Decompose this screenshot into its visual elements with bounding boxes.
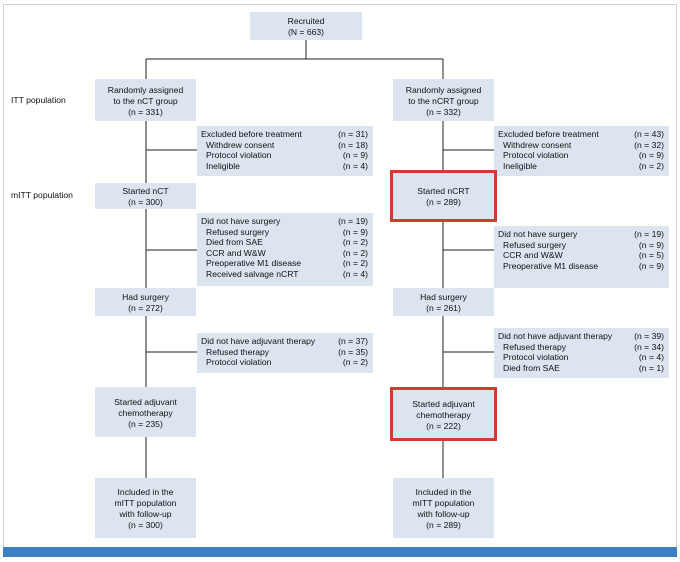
left-assigned-box: Randomly assigned to the nCT group (n = … xyxy=(95,79,196,121)
box-text: with follow-up xyxy=(417,509,470,519)
mitt-population-label: mITT population xyxy=(11,190,73,200)
note-item: Died from SAE(n = 2) xyxy=(206,237,368,248)
note-header: Did not have adjuvant therapy(n = 39) xyxy=(498,331,664,341)
right-surgery-box: Had surgery (n = 261) xyxy=(393,288,494,316)
box-count: (n = 261) xyxy=(426,303,461,313)
box-text: Started nCT xyxy=(122,186,169,196)
left-excluded-box: Excluded before treatment(n = 31) Withdr… xyxy=(197,126,373,176)
right-started-box: Started nCRT (n = 289) xyxy=(390,170,497,222)
right-assigned-box: Randomly assigned to the nCRT group (n =… xyxy=(393,79,494,121)
right-no-surgery-box: Did not have surgery(n = 19) Refused sur… xyxy=(494,226,669,288)
note-item: Refused surgery(n = 9) xyxy=(206,226,368,237)
note-item: CCR and W&W(n = 2) xyxy=(206,247,368,258)
note-item: Withdrew consent(n = 32) xyxy=(503,139,664,150)
note-item: Preoperative M1 disease(n = 2) xyxy=(206,258,368,269)
box-count: (n = 300) xyxy=(128,520,163,530)
box-text: Started adjuvant xyxy=(114,396,177,407)
note-item: Protocol violation(n = 4) xyxy=(503,352,664,363)
note-header: Did not have adjuvant therapy(n = 37) xyxy=(201,336,368,346)
box-count: (n = 289) xyxy=(426,197,461,207)
box-text: Recruited xyxy=(287,16,325,26)
right-adjuvant-box: Started adjuvant chemotherapy (n = 222) xyxy=(390,387,497,441)
right-no-adjuvant-box: Did not have adjuvant therapy(n = 39) Re… xyxy=(494,328,669,378)
box-count: (n = 235) xyxy=(128,418,163,429)
note-header: Did not have surgery(n = 19) xyxy=(201,216,368,226)
note-header: Excluded before treatment(n = 43) xyxy=(498,129,664,139)
left-adjuvant-box: Started adjuvant chemotherapy (n = 235) xyxy=(95,387,196,437)
note-header: Did not have surgery(n = 19) xyxy=(498,229,664,239)
box-count: (n = 332) xyxy=(426,106,461,117)
note-item: Protocol violation(n = 9) xyxy=(503,150,664,161)
note-item: Refused therapy(n = 35) xyxy=(206,346,368,357)
box-text: Included in the xyxy=(415,487,472,497)
box-text: mITT population xyxy=(114,498,177,508)
left-no-adjuvant-box: Did not have adjuvant therapy(n = 37) Re… xyxy=(197,333,373,373)
box-text: Randomly assigned xyxy=(107,84,184,95)
note-item: Received salvage nCRT(n = 4) xyxy=(206,268,368,279)
box-text: with follow-up xyxy=(119,509,172,519)
box-text: Included in the xyxy=(117,487,174,497)
recruited-box: Recruited (N = 663) xyxy=(250,12,362,40)
box-text: Had surgery xyxy=(420,292,467,302)
left-no-surgery-box: Did not have surgery(n = 19) Refused sur… xyxy=(197,213,373,286)
left-started-box: Started nCT (n = 300) xyxy=(95,183,196,209)
box-count: (n = 331) xyxy=(128,106,163,117)
bottom-accent-bar xyxy=(3,547,677,557)
box-text: mITT population xyxy=(412,498,475,508)
note-item: Refused surgery(n = 9) xyxy=(503,239,664,250)
note-item: Died from SAE(n = 1) xyxy=(503,362,664,373)
box-text: Randomly assigned xyxy=(405,84,482,95)
note-item: Protocol violation(n = 9) xyxy=(206,150,368,161)
right-included-box: Included in the mITT population with fol… xyxy=(393,478,494,538)
note-header: Excluded before treatment(n = 31) xyxy=(201,129,368,139)
note-item: CCR and W&W(n = 5) xyxy=(503,250,664,261)
itt-population-label: ITT population xyxy=(11,95,66,105)
box-text: chemotherapy xyxy=(416,409,471,420)
note-item: Refused therapy(n = 34) xyxy=(503,341,664,352)
left-surgery-box: Had surgery (n = 272) xyxy=(95,288,196,316)
note-item: Ineligible(n = 2) xyxy=(503,160,664,171)
box-text: to the nCT group xyxy=(113,95,178,106)
box-text: Had surgery xyxy=(122,292,169,302)
note-item: Withdrew consent(n = 18) xyxy=(206,139,368,150)
box-count: (N = 663) xyxy=(287,27,325,37)
box-text: Started adjuvant xyxy=(412,398,475,409)
box-count: (n = 272) xyxy=(128,303,163,313)
box-text: to the nCRT group xyxy=(408,95,479,106)
note-item: Protocol violation(n = 2) xyxy=(206,357,368,368)
right-excluded-box: Excluded before treatment(n = 43) Withdr… xyxy=(494,126,669,176)
box-count: (n = 289) xyxy=(426,520,461,530)
box-text: Started nCRT xyxy=(417,186,470,196)
left-included-box: Included in the mITT population with fol… xyxy=(95,478,196,538)
box-count: (n = 222) xyxy=(426,420,461,431)
box-text: chemotherapy xyxy=(118,407,173,418)
note-item: Ineligible(n = 4) xyxy=(206,160,368,171)
note-item: Preoperative M1 disease(n = 9) xyxy=(503,260,664,271)
box-count: (n = 300) xyxy=(128,197,163,207)
